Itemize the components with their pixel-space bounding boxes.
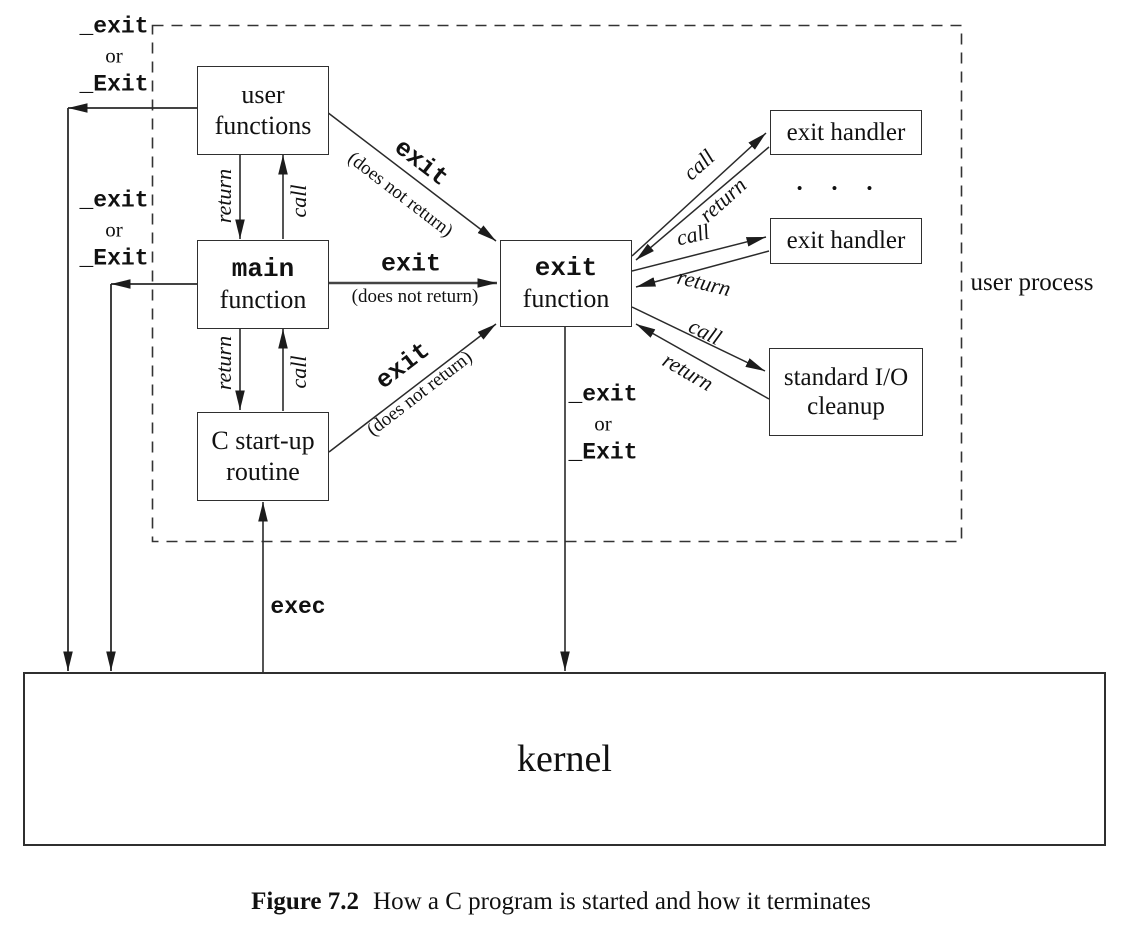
arrow-call-exit-to-handler1: [631, 132, 767, 257]
figure-caption-number: Figure 7.2: [251, 888, 360, 915]
exit-or-exit-label-middle: _exit or _Exit: [79, 187, 148, 274]
exit-handler-bottom-box: exit handler: [770, 218, 922, 264]
underscore-Exit-text: _Exit: [568, 439, 638, 466]
does-not-return-label-main-horizontal: (does not return): [351, 286, 479, 307]
or-text: or: [105, 43, 123, 68]
user-functions-box: user functions: [197, 66, 329, 155]
underscore-exit-text: _exit: [79, 13, 149, 40]
return-label-main-cstartup: return: [211, 335, 236, 391]
stdio-cleanup-label-line1: standard I/O: [783, 363, 909, 391]
arrow-call-exit-to-stdio: [631, 306, 766, 372]
figure-caption-text: How a C program is started and how it te…: [373, 888, 871, 915]
exit-or-exit-label-top: _exit or _Exit: [79, 13, 148, 100]
main-function-box: main function: [197, 240, 329, 329]
exit-handler-top-label: exit handler: [786, 118, 906, 146]
stdio-cleanup-label-line2: cleanup: [807, 393, 885, 420]
arrow-return-handler2-to-exit: [635, 250, 770, 288]
c-startup-label-line1: C start-up: [211, 425, 315, 455]
exit-label-main-horizontal: exit: [380, 249, 442, 279]
exit-handler-bottom-label: exit handler: [786, 227, 906, 255]
underscore-exit-text: _exit: [568, 381, 638, 408]
user-process-dashed-border: [151, 24, 963, 543]
arrow-call-exit-to-handler2: [631, 236, 767, 272]
underscore-Exit-text: _Exit: [79, 71, 149, 98]
exit-or-exit-label-center: _exit or _Exit: [568, 381, 637, 468]
exit-function-label-serif: function: [522, 283, 610, 313]
exit-function-label-mono: exit: [534, 252, 598, 283]
c-startup-routine-box: C start-up routine: [197, 412, 329, 501]
exit-handler-top-box: exit handler: [770, 110, 922, 155]
or-text: or: [105, 217, 123, 242]
underscore-exit-text: _exit: [79, 187, 149, 214]
stdio-cleanup-box: standard I/O cleanup: [769, 348, 923, 436]
or-text: or: [594, 411, 612, 436]
exit-function-box: exit function: [500, 240, 632, 327]
call-label-main-user: call: [286, 184, 311, 218]
user-process-label: user process: [970, 269, 1094, 296]
return-label-user-main: return: [211, 168, 236, 224]
call-label-cstartup-main: call: [286, 355, 311, 389]
main-function-label-mono: main: [231, 253, 295, 284]
kernel-box: kernel: [23, 672, 1106, 846]
arrow-return-stdio-to-exit: [635, 323, 770, 400]
arrow-return-handler1-to-exit: [635, 146, 770, 261]
main-function-label-serif: function: [219, 284, 307, 314]
figure-caption: Figure 7.2 How a C program is started and…: [0, 888, 1122, 916]
user-functions-label-line1: user: [241, 79, 285, 109]
underscore-Exit-text: _Exit: [79, 245, 149, 272]
c-startup-label-line2: routine: [226, 456, 300, 486]
exec-label: exec: [270, 594, 326, 620]
arrow-exit-user-functions-to-exit-function: [326, 111, 497, 242]
kernel-label: kernel: [517, 737, 612, 780]
arrow-exit-cstartup-to-exit-function: [328, 323, 497, 453]
exit-handlers-ellipsis: •••: [796, 179, 902, 198]
user-functions-label-line2: functions: [214, 110, 312, 140]
